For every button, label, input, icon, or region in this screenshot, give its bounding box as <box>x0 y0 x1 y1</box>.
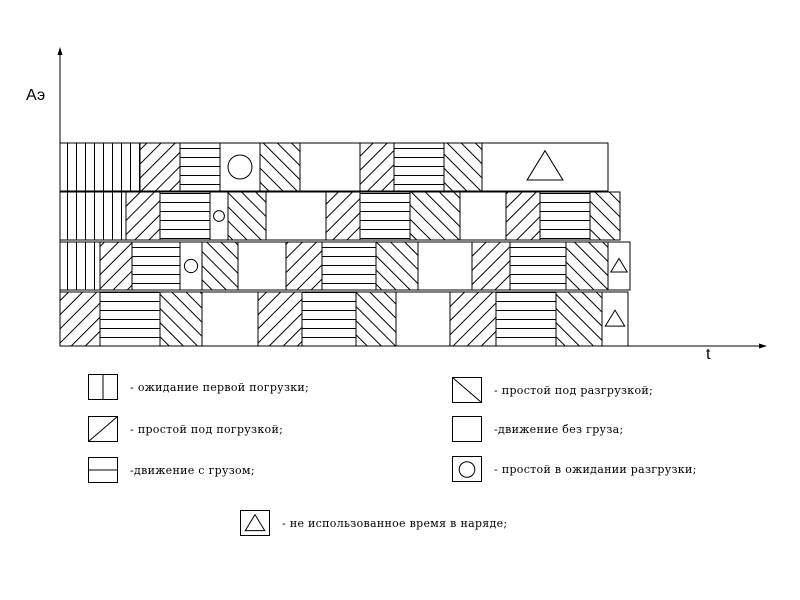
legend-swatch-unused-time <box>240 510 270 536</box>
triangle-icon <box>609 257 629 273</box>
legend-swatch-idle-unloading <box>452 377 482 403</box>
segment-idle-unloading <box>589 191 621 241</box>
segment-move-loaded <box>539 191 591 241</box>
move-empty-swatch <box>452 416 482 442</box>
y-axis-arrow <box>57 47 63 55</box>
segment-move-loaded <box>99 291 161 347</box>
legend-item-idle-unloading: - простой под разгрузкой; <box>452 377 653 403</box>
chart-row-2 <box>59 191 621 241</box>
segment-idle-loading <box>325 191 361 241</box>
segment-idle-wait-unload <box>219 142 261 192</box>
segment-idle-loading <box>359 142 395 192</box>
legend-label-move-empty: -движение без груза; <box>494 422 624 436</box>
legend-swatch-idle-wait-unload <box>452 456 482 482</box>
segment-move-empty <box>237 241 287 291</box>
segment-move-loaded <box>393 142 445 192</box>
legend-swatch-idle-loading <box>88 416 118 442</box>
wait-first-load-swatch <box>88 374 118 400</box>
triangle-icon <box>244 513 266 532</box>
segment-unused-time <box>481 142 609 192</box>
segment-idle-unloading <box>259 142 301 192</box>
legend-label-idle-loading: - простой под погрузкой; <box>130 422 284 436</box>
y-axis-label: Аэ <box>26 87 46 104</box>
segment-idle-loading <box>285 241 323 291</box>
legend-item-unused-time: - не использованное время в наряде; <box>240 510 507 536</box>
segment-idle-unloading <box>409 191 461 241</box>
triangle-icon <box>526 149 564 181</box>
segment-idle-unloading <box>443 142 483 192</box>
circle-icon <box>213 210 225 222</box>
legend-label-idle-unloading: - простой под разгрузкой; <box>494 383 654 397</box>
segment-move-loaded <box>179 142 221 192</box>
legend-swatch-wait-first-load <box>88 374 118 400</box>
segment-idle-unloading <box>201 241 239 291</box>
chart-row-3 <box>59 241 631 291</box>
circle-icon <box>183 258 199 274</box>
legend-item-idle-loading: - простой под погрузкой; <box>88 416 283 442</box>
segment-wait-first-load <box>59 142 141 192</box>
unused-time-swatch <box>240 510 270 536</box>
legend-label-move-loaded: -движение с грузом; <box>130 463 255 477</box>
segment-idle-unloading <box>375 241 419 291</box>
legend-item-wait-first-load: - ожидание первой погрузки; <box>88 374 309 400</box>
segment-move-loaded <box>495 291 557 347</box>
chart-row-4 <box>59 291 629 347</box>
segment-idle-loading <box>257 291 303 347</box>
legend-swatch-move-empty <box>452 416 482 442</box>
segment-move-loaded <box>131 241 181 291</box>
segment-unused-time <box>601 291 629 347</box>
idle-wait-unload-swatch <box>452 456 482 482</box>
segment-move-loaded <box>301 291 357 347</box>
x-axis-label: t <box>706 346 711 363</box>
move-loaded-swatch <box>88 457 118 483</box>
segment-idle-loading <box>125 191 161 241</box>
legend-label-unused-time: - не использованное время в наряде; <box>282 516 508 530</box>
segment-idle-loading <box>449 291 497 347</box>
circle-icon <box>458 461 476 478</box>
segment-move-empty <box>265 191 327 241</box>
segment-idle-unloading <box>355 291 397 347</box>
segment-idle-loading <box>505 191 541 241</box>
segment-idle-loading <box>59 291 101 347</box>
segment-wait-first-load <box>59 191 127 241</box>
segment-idle-unloading <box>227 191 267 241</box>
legend-swatch-move-loaded <box>88 457 118 483</box>
idle-loading-swatch <box>88 416 118 442</box>
segment-move-loaded <box>159 191 211 241</box>
chart-row-1 <box>59 142 609 192</box>
segment-move-loaded <box>509 241 567 291</box>
segment-idle-wait-unload <box>179 241 203 291</box>
triangle-icon <box>604 309 626 327</box>
segment-idle-unloading <box>565 241 609 291</box>
segment-move-empty <box>299 142 361 192</box>
segment-idle-unloading <box>555 291 603 347</box>
segment-unused-time <box>607 241 631 291</box>
segment-move-empty <box>201 291 259 347</box>
legend-label-idle-wait-unload: - простой в ожидании разгрузки; <box>494 462 697 476</box>
x-axis-arrow <box>759 343 767 349</box>
circle-icon <box>227 154 253 180</box>
segment-move-loaded <box>321 241 377 291</box>
segment-idle-loading <box>139 142 181 192</box>
idle-unloading-swatch <box>452 377 482 403</box>
chart-rows <box>59 142 631 347</box>
segment-idle-wait-unload <box>209 191 229 241</box>
legend-item-move-empty: -движение без груза; <box>452 416 623 442</box>
legend-item-move-loaded: -движение с грузом; <box>88 457 255 483</box>
segment-idle-loading <box>99 241 133 291</box>
segment-move-empty <box>417 241 473 291</box>
segment-idle-loading <box>471 241 511 291</box>
legend-label-wait-first-load: - ожидание первой погрузки; <box>130 380 310 394</box>
legend-item-idle-wait-unload: - простой в ожидании разгрузки; <box>452 456 697 482</box>
segment-wait-first-load <box>59 241 101 291</box>
segment-move-empty <box>395 291 451 347</box>
segment-move-loaded <box>359 191 411 241</box>
segment-move-empty <box>459 191 507 241</box>
segment-idle-unloading <box>159 291 203 347</box>
